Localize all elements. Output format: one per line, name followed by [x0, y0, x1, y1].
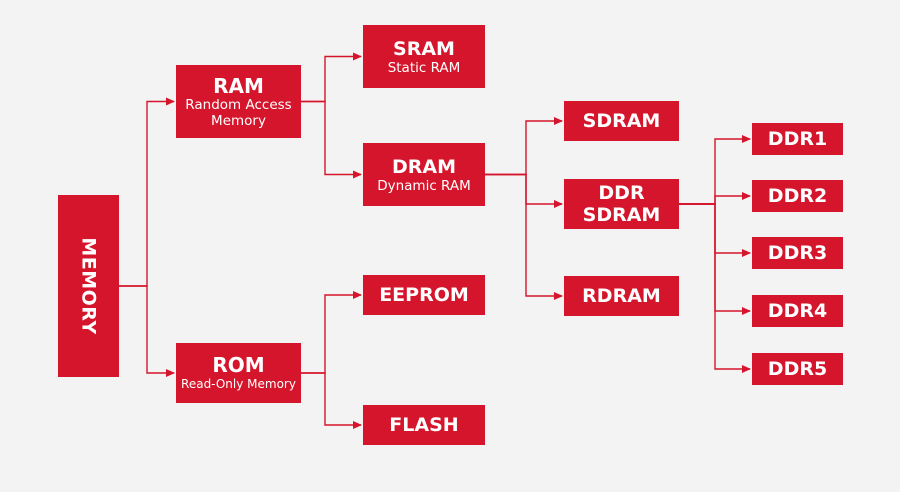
ddr5-title: DDR5 [767, 358, 828, 380]
ddr1-node: DDR1 [752, 123, 843, 155]
dram-subtitle: Dynamic RAM [377, 177, 471, 194]
ram-node: RAM Random Access Memory [176, 65, 301, 138]
connector-ddr_sdram-to-ddr1 [679, 135, 751, 205]
connector-ddr_sdram-to-ddr5 [679, 203, 751, 373]
connector-ddr_sdram-to-ddr2 [679, 192, 751, 205]
ddr5-node: DDR5 [752, 353, 843, 385]
ddr2-title: DDR2 [767, 185, 828, 207]
connector-ram-to-dram [301, 100, 362, 179]
eeprom-title: EEPROM [379, 284, 469, 306]
ram-title: RAM [213, 73, 264, 98]
flash-title: FLASH [389, 414, 459, 436]
memory-node: MEMORY [58, 195, 119, 377]
rom-subtitle: Read-Only Memory [181, 377, 296, 391]
sdram-title: SDRAM [582, 110, 661, 132]
ddr3-title: DDR3 [767, 242, 828, 264]
ddr-sdram-node: DDR SDRAM [564, 179, 679, 229]
sdram-node: SDRAM [564, 101, 679, 141]
ram-subtitle-line2: Memory [211, 112, 266, 129]
ddr-sdram-title-line2: SDRAM [582, 204, 661, 226]
ddr4-title: DDR4 [767, 300, 828, 322]
ram-subtitle-line1: Random Access [185, 96, 292, 113]
connector-dram-to-ddr_sdram [485, 173, 563, 208]
ddr4-node: DDR4 [752, 295, 843, 327]
connector-rom-to-flash [301, 372, 362, 429]
rom-title: ROM [212, 353, 265, 377]
sram-subtitle: Static RAM [387, 59, 461, 76]
dram-title: DRAM [391, 155, 456, 178]
ddr1-title: DDR1 [767, 128, 828, 150]
rdram-node: RDRAM [564, 276, 679, 316]
connector-ram-to-sram [301, 52, 362, 103]
sram-node: SRAM Static RAM [363, 25, 485, 88]
flash-node: FLASH [363, 405, 485, 445]
eeprom-node: EEPROM [363, 275, 485, 315]
memory-label: MEMORY [77, 237, 100, 335]
dram-node: DRAM Dynamic RAM [363, 143, 485, 206]
ddr-sdram-title-line1: DDR [598, 182, 645, 204]
connector-memory-to-rom [119, 285, 175, 377]
rdram-title: RDRAM [582, 285, 661, 307]
connector-dram-to-sdram [485, 117, 563, 176]
sram-title: SRAM [393, 37, 455, 60]
rom-node: ROM Read-Only Memory [176, 343, 301, 403]
connector-memory-to-ram [119, 97, 175, 287]
connector-rom-to-eeprom [301, 291, 362, 374]
ddr3-node: DDR3 [752, 237, 843, 269]
ddr2-node: DDR2 [752, 180, 843, 212]
connector-dram-to-rdram [485, 173, 563, 300]
